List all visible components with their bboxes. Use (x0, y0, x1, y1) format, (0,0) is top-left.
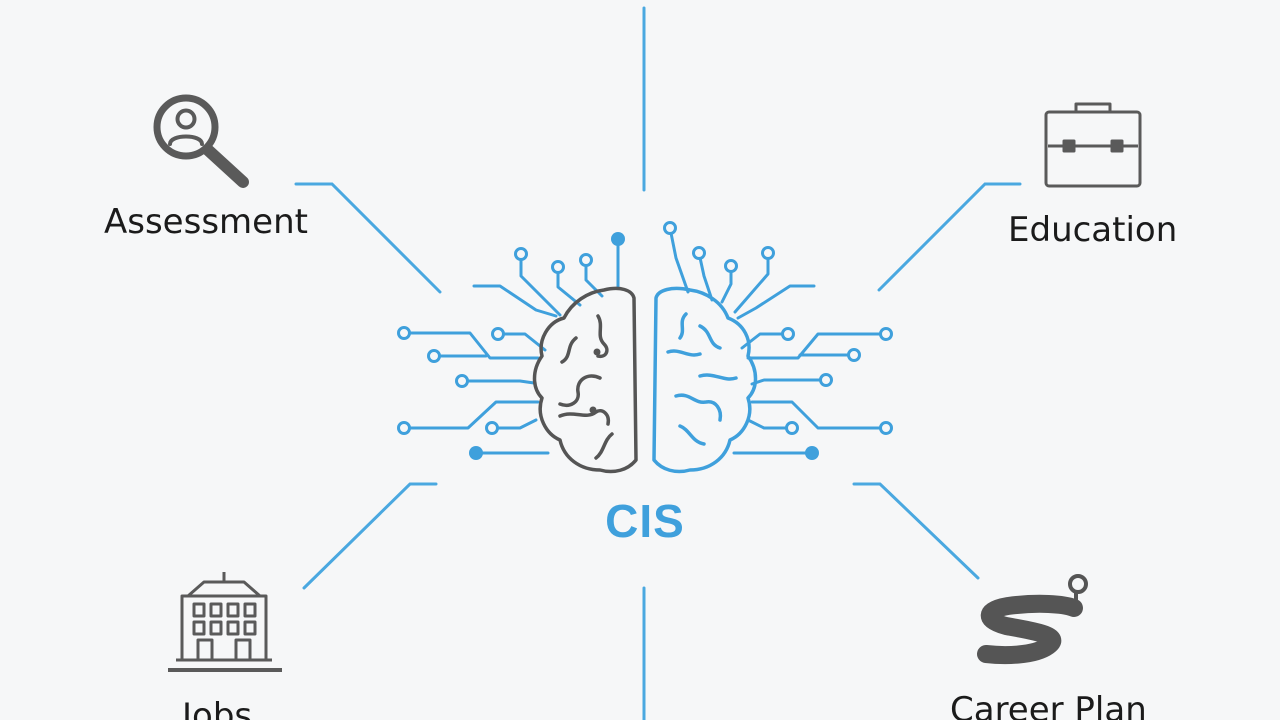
circuit-traces-left (402, 238, 620, 455)
circuit-terminals-filled (469, 232, 819, 460)
magnifier-person-icon (153, 94, 249, 188)
circuit-traces-right (668, 226, 888, 455)
building-icon (168, 572, 282, 672)
center-label: CIS (605, 495, 685, 547)
brain-left-hemisphere (532, 286, 638, 474)
connector-assessment (294, 182, 442, 294)
connector-jobs (302, 482, 438, 590)
briefcase-icon (1044, 102, 1142, 188)
winding-road-icon (977, 574, 1088, 665)
jobs-label: Jobs (182, 696, 253, 720)
connector-education (877, 182, 1022, 292)
connectors (294, 6, 1022, 720)
assessment-label: Assessment (104, 202, 308, 242)
circuit-terminals-open (397, 221, 893, 435)
education-label: Education (1008, 210, 1178, 250)
connector-career-plan (852, 482, 980, 580)
brain-right-hemisphere (652, 286, 758, 474)
career-plan-label: Career Plan (950, 690, 1147, 720)
